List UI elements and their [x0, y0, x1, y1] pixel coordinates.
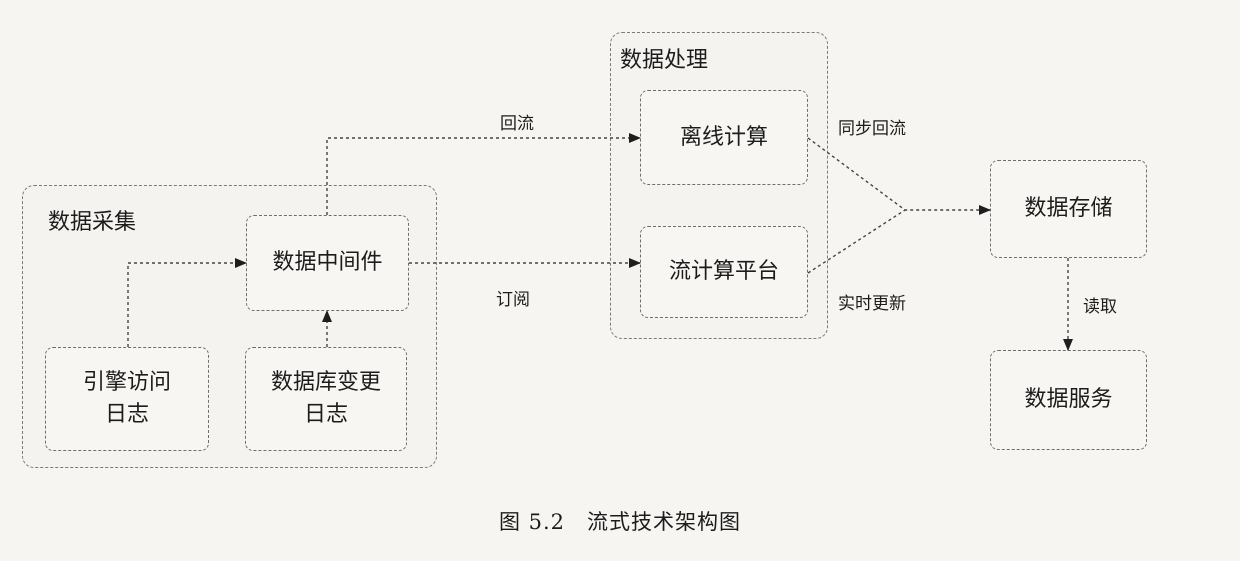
data-collection-title: 数据采集 [48, 210, 137, 235]
engine-access-log-node: 引擎访问 日志 [45, 347, 209, 451]
stream-compute-node: 流计算平台 [640, 226, 808, 318]
arrow-offline-to-storage [807, 137, 991, 215]
db-change-log-node: 数据库变更 日志 [245, 347, 407, 451]
data-processing-title: 数据处理 [620, 48, 709, 73]
data-middleware-node: 数据中间件 [246, 215, 409, 311]
figure-caption: 图 5.2 流式技术架构图 [498, 510, 742, 534]
edge-label-realtime-update: 实时更新 [838, 294, 906, 314]
edge-label-sync-backflow: 同步回流 [838, 119, 906, 139]
offline-compute-node: 离线计算 [640, 90, 808, 185]
data-service-node: 数据服务 [990, 350, 1147, 450]
edge-label-backflow: 回流 [500, 114, 534, 134]
edge-label-read: 读取 [1083, 297, 1117, 317]
edge-label-subscribe: 订阅 [496, 290, 530, 310]
data-storage-node: 数据存储 [990, 160, 1147, 258]
